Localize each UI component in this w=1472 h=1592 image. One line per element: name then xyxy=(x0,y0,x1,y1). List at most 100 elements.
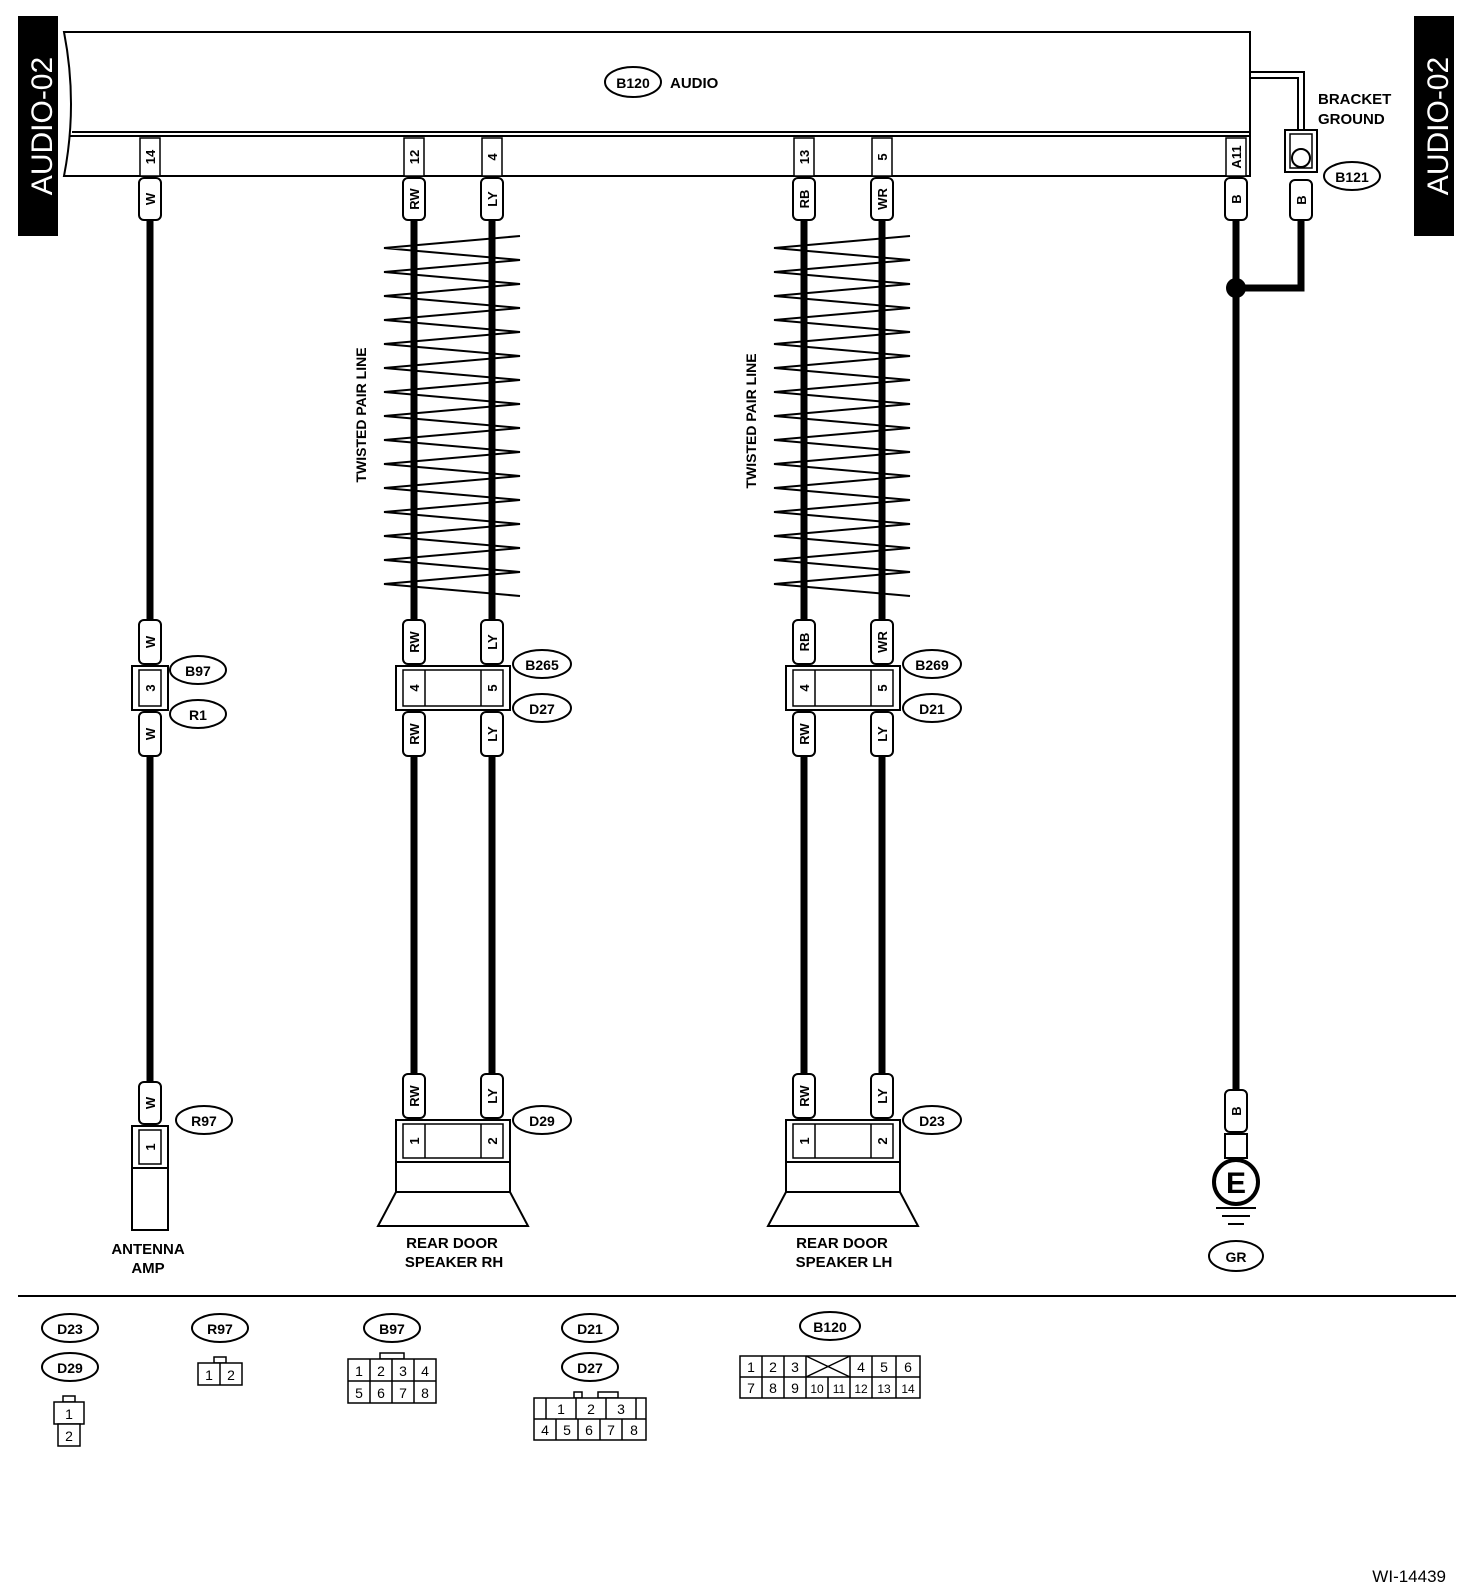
cv-b120-pin: 12 xyxy=(854,1382,868,1396)
rh-end-pin-1: 1 xyxy=(407,1137,422,1144)
bracket-ground-connector-bubble xyxy=(1323,161,1381,191)
cv-r97-label: R97 xyxy=(207,1321,233,1337)
cv-b120-pin: 5 xyxy=(880,1359,888,1375)
lh-junction-lower: D21 xyxy=(919,701,945,717)
rh-junction-lower-bubble xyxy=(512,693,572,723)
cv-b120-pin: 8 xyxy=(769,1380,777,1396)
antenna-end-connector-bubble xyxy=(175,1105,233,1135)
lh-end-connector: D23 xyxy=(919,1113,945,1129)
cv-b97-pin: 1 xyxy=(355,1363,363,1379)
rh-wire-bottom-2: LY xyxy=(485,1088,500,1104)
rh-wire-low-2: LY xyxy=(485,726,500,742)
ground-splice-dot xyxy=(1226,278,1246,298)
antenna-wire-top: W xyxy=(143,192,158,205)
cv-d27-label: D27 xyxy=(577,1360,603,1376)
cv-d21-pin: 8 xyxy=(630,1422,638,1438)
rh-end-connector-bubble xyxy=(512,1105,572,1135)
ground-connector-bubble xyxy=(1208,1240,1264,1272)
cv-b120-pin: 4 xyxy=(857,1359,865,1375)
cv-b97-pin: 3 xyxy=(399,1363,407,1379)
antenna-pin-top: 14 xyxy=(143,149,158,164)
cv-d29-label: D29 xyxy=(57,1360,83,1376)
cv-b120-pin: 2 xyxy=(769,1359,777,1375)
bracket-ground-connector: B121 xyxy=(1335,169,1369,185)
antenna-junction-lower: R1 xyxy=(189,707,207,723)
cv-b97-pin: 2 xyxy=(377,1363,385,1379)
cv-b97-label: B97 xyxy=(379,1321,405,1337)
ground-pin-top: A11 xyxy=(1229,145,1244,168)
antenna-circuit: 14 W W 3 W B97 R1 W 1 R97 ANTENNA AMP xyxy=(111,137,233,1277)
ground-wire-top: B xyxy=(1229,194,1244,203)
cv-d21-pin: 4 xyxy=(541,1422,549,1438)
cv-b120-bubble xyxy=(799,1311,861,1341)
lh-wire-top-2: WR xyxy=(875,188,890,210)
lh-wire-mid-2: WR xyxy=(875,631,890,653)
lh-end-connector-bubble xyxy=(902,1105,962,1135)
cv-d29-bubble xyxy=(41,1352,99,1382)
twisted-pair-rh xyxy=(383,235,521,597)
rh-junction-pin-1: 4 xyxy=(407,684,422,692)
bracket-ground-label-2: GROUND xyxy=(1318,111,1385,128)
lh-pin-top-2: 5 xyxy=(875,153,890,160)
cv-b97-pin: 4 xyxy=(421,1363,429,1379)
page-tag-left: AUDIO-02 xyxy=(18,16,59,236)
twisted-pair-lh xyxy=(773,235,911,597)
cv-b120-pin: 14 xyxy=(901,1382,915,1396)
cv-b120-pin: 11 xyxy=(833,1382,846,1396)
rh-pin-top-1: 12 xyxy=(407,150,422,164)
lh-wire-low-2: LY xyxy=(875,726,890,742)
antenna-component-line1: ANTENNA xyxy=(111,1241,184,1258)
rh-component-line1: REAR DOOR xyxy=(406,1235,498,1252)
connector-view-b97: B97 1 2 3 4 5 6 7 8 xyxy=(347,1313,437,1404)
connector-view-d23-d29: D23 D29 1 2 xyxy=(41,1313,99,1447)
lh-end-pin-1: 1 xyxy=(797,1137,812,1144)
connector-view-d21-d27: D21 D27 1 2 3 4 5 6 7 8 xyxy=(533,1313,647,1441)
page-tag-right-text: AUDIO-02 xyxy=(1422,57,1455,195)
cv-d23-label: D23 xyxy=(57,1321,83,1337)
speaker-rh-circuit: TWISTED PAIR LINE 12 4 RW LY RW LY 4 5 R… xyxy=(353,137,572,1271)
cv-r97-pin-2: 2 xyxy=(227,1367,235,1383)
rh-junction-pin-2: 5 xyxy=(485,684,500,691)
cv-d23-bubble xyxy=(41,1313,99,1343)
rh-wire-bottom-1: RW xyxy=(407,1085,422,1107)
rh-component-line2: SPEAKER RH xyxy=(405,1254,503,1271)
cv-b120-pin: 7 xyxy=(747,1380,755,1396)
ground-symbol: E xyxy=(1226,1167,1246,1200)
rh-wire-top-1: RW xyxy=(407,188,422,210)
antenna-end-connector: R97 xyxy=(191,1113,217,1129)
bracket-ground-label-1: BRACKET xyxy=(1318,91,1391,108)
lh-junction-pin-1: 4 xyxy=(797,684,812,692)
cv-d23-pin-2: 2 xyxy=(65,1428,73,1444)
rh-wire-low-1: RW xyxy=(407,723,422,745)
cv-d21-label: D21 xyxy=(577,1321,603,1337)
lh-component-line2: SPEAKER LH xyxy=(796,1254,893,1271)
lh-wire-bottom-1: RW xyxy=(797,1085,812,1107)
page-tag-right: AUDIO-02 xyxy=(1414,16,1455,236)
lh-junction-lower-bubble xyxy=(902,693,962,723)
rh-end-pin-2: 2 xyxy=(485,1137,500,1144)
cv-r97-bubble xyxy=(191,1313,249,1343)
rh-junction-upper: B265 xyxy=(525,657,559,673)
antenna-wire-junction-bottom: W xyxy=(143,727,158,740)
lh-component-line1: REAR DOOR xyxy=(796,1235,888,1252)
rh-end-connector: D29 xyxy=(529,1113,555,1129)
rh-wire-top-2: LY xyxy=(485,191,500,207)
cv-d21-pin: 3 xyxy=(617,1401,625,1417)
cv-b97-pin: 5 xyxy=(355,1385,363,1401)
lh-wire-bottom-2: LY xyxy=(875,1088,890,1104)
antenna-junction-upper: B97 xyxy=(185,663,211,679)
antenna-wire-bottom: W xyxy=(143,1096,158,1109)
cv-d27-bubble xyxy=(561,1352,619,1382)
figure-id: WI-14439 xyxy=(1372,1567,1446,1586)
audio-unit-block: B120 AUDIO xyxy=(62,31,1251,177)
bracket-ground-wire: B xyxy=(1294,195,1309,204)
audio-unit-code-bubble xyxy=(604,66,662,98)
cv-d21-pin: 7 xyxy=(607,1422,615,1438)
antenna-end-pin: 1 xyxy=(143,1143,158,1150)
ground-connector: GR xyxy=(1226,1249,1247,1265)
connector-view-r97: R97 1 2 xyxy=(191,1313,249,1386)
lh-junction-upper-bubble xyxy=(902,649,962,679)
twisted-pair-label-lh: TWISTED PAIR LINE xyxy=(743,353,759,488)
cv-b97-pin: 8 xyxy=(421,1385,429,1401)
cv-b120-pin: 9 xyxy=(791,1380,799,1396)
